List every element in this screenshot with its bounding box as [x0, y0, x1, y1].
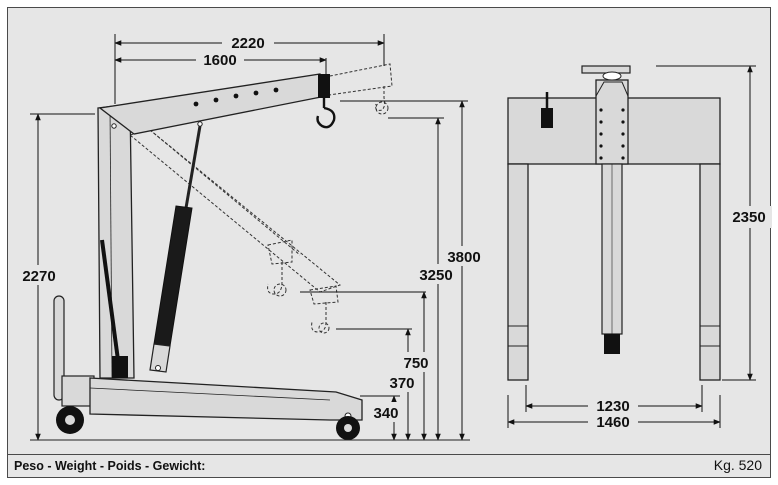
- dim-2270-label: 2270: [22, 268, 55, 285]
- boom-extended-dashed: [319, 63, 393, 115]
- front-label-backgrounds: [588, 206, 772, 432]
- dimension-label-backgrounds: [18, 34, 486, 422]
- hydraulic-cylinder: [149, 125, 202, 373]
- weight-label: Peso - Weight - Poids - Gewicht:: [14, 459, 206, 473]
- crane-chassis: [61, 375, 363, 421]
- front-view: [507, 65, 721, 381]
- dim-1600-label: 1600: [203, 52, 236, 69]
- push-handle: [53, 295, 65, 401]
- weight-value: Kg. 520: [713, 457, 762, 473]
- dim-370-label: 370: [389, 375, 414, 392]
- dim-3250-label: 3250: [419, 267, 452, 284]
- dim-750-label: 750: [403, 355, 428, 372]
- dim-1460-label: 1460: [596, 414, 629, 431]
- dim-340-label: 340: [373, 405, 398, 422]
- dim-2220-label: 2220: [231, 35, 264, 52]
- boom-lowered-dashed: [128, 129, 342, 334]
- hook-icon: [316, 98, 336, 129]
- footer-divider: [7, 454, 771, 455]
- wheel-icon: [56, 406, 360, 440]
- dim-3800-label: 3800: [447, 249, 480, 266]
- dim-2350-label: 2350: [732, 209, 765, 226]
- crane-boom: [98, 73, 330, 135]
- pump-handle: [100, 239, 128, 378]
- dim-1230-label: 1230: [596, 398, 629, 415]
